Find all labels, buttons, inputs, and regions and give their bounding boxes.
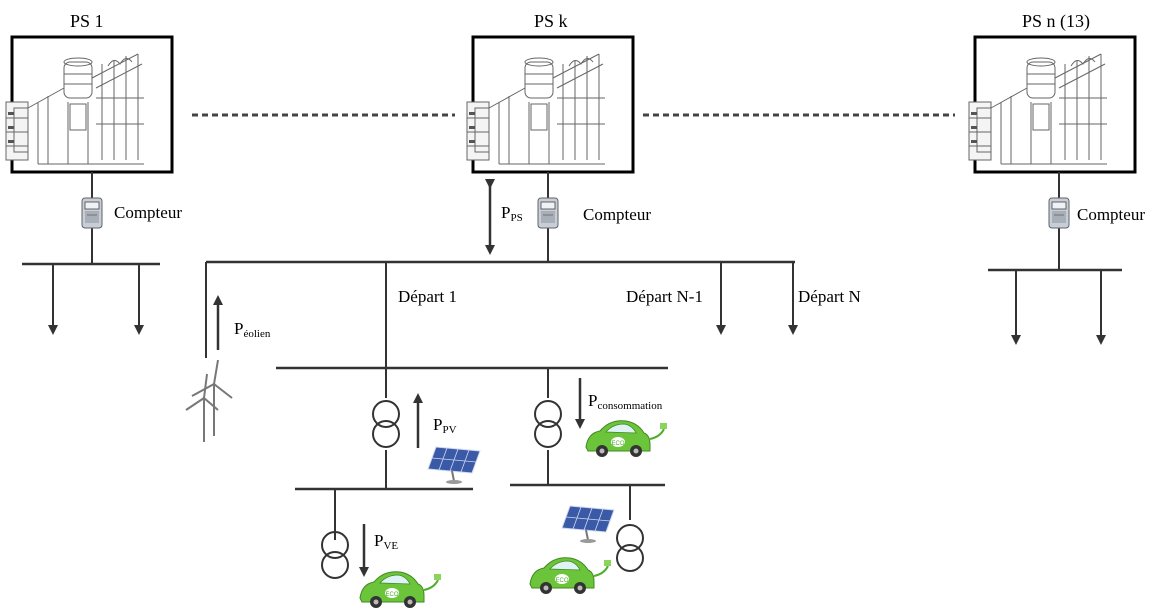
psk-distribution xyxy=(205,172,798,540)
flow-label-consommation: Pconsommation xyxy=(588,391,663,412)
car-badge-label: ECO xyxy=(385,592,398,598)
psn-distribution xyxy=(988,172,1122,345)
meter-icon-psk xyxy=(537,197,559,229)
substation-ps1 xyxy=(5,35,174,174)
meter-label-psn: Compteur xyxy=(1077,205,1145,224)
car-badge-label: ECO xyxy=(611,441,624,447)
electric-car-icon-1: ECO xyxy=(585,419,668,458)
meter-label-psk: Compteur xyxy=(583,205,651,224)
transformer-icon-consommation xyxy=(534,400,562,448)
car-badge-label: ECO xyxy=(555,578,568,584)
substation-psk xyxy=(466,35,635,174)
solar-panel-icon-2 xyxy=(561,505,615,544)
wind-turbine-icon xyxy=(185,359,233,443)
solar-panel-icon-1 xyxy=(427,446,481,485)
flow-label-eolien: Péolien xyxy=(234,319,271,340)
meter-icon-ps1 xyxy=(81,197,103,229)
transformer-icon-pv xyxy=(372,400,400,448)
substation-label-ps1: PS 1 xyxy=(70,11,104,31)
flow-label-pv: PPV xyxy=(433,415,457,436)
substation-label-psk: PS k xyxy=(534,11,568,31)
flow-label-ve: PVE xyxy=(374,531,399,552)
flow-label-ps: PPS xyxy=(501,203,523,224)
ps1-distribution xyxy=(22,172,160,335)
electric-car-icon-2: ECO xyxy=(529,556,612,595)
feeder-label-n: Départ N xyxy=(798,287,861,306)
feeder-label-1: Départ 1 xyxy=(398,287,458,306)
meter-label-ps1: Compteur xyxy=(114,203,182,222)
meter-icon-psn xyxy=(1048,197,1070,229)
substation-psn xyxy=(968,35,1137,174)
feeder-label-n-1: Départ N-1 xyxy=(626,287,703,306)
substation-label-psn: PS n (13) xyxy=(1022,11,1091,31)
transformer-icon-pv2 xyxy=(616,524,644,572)
electric-car-icon-3: ECO xyxy=(359,570,442,609)
